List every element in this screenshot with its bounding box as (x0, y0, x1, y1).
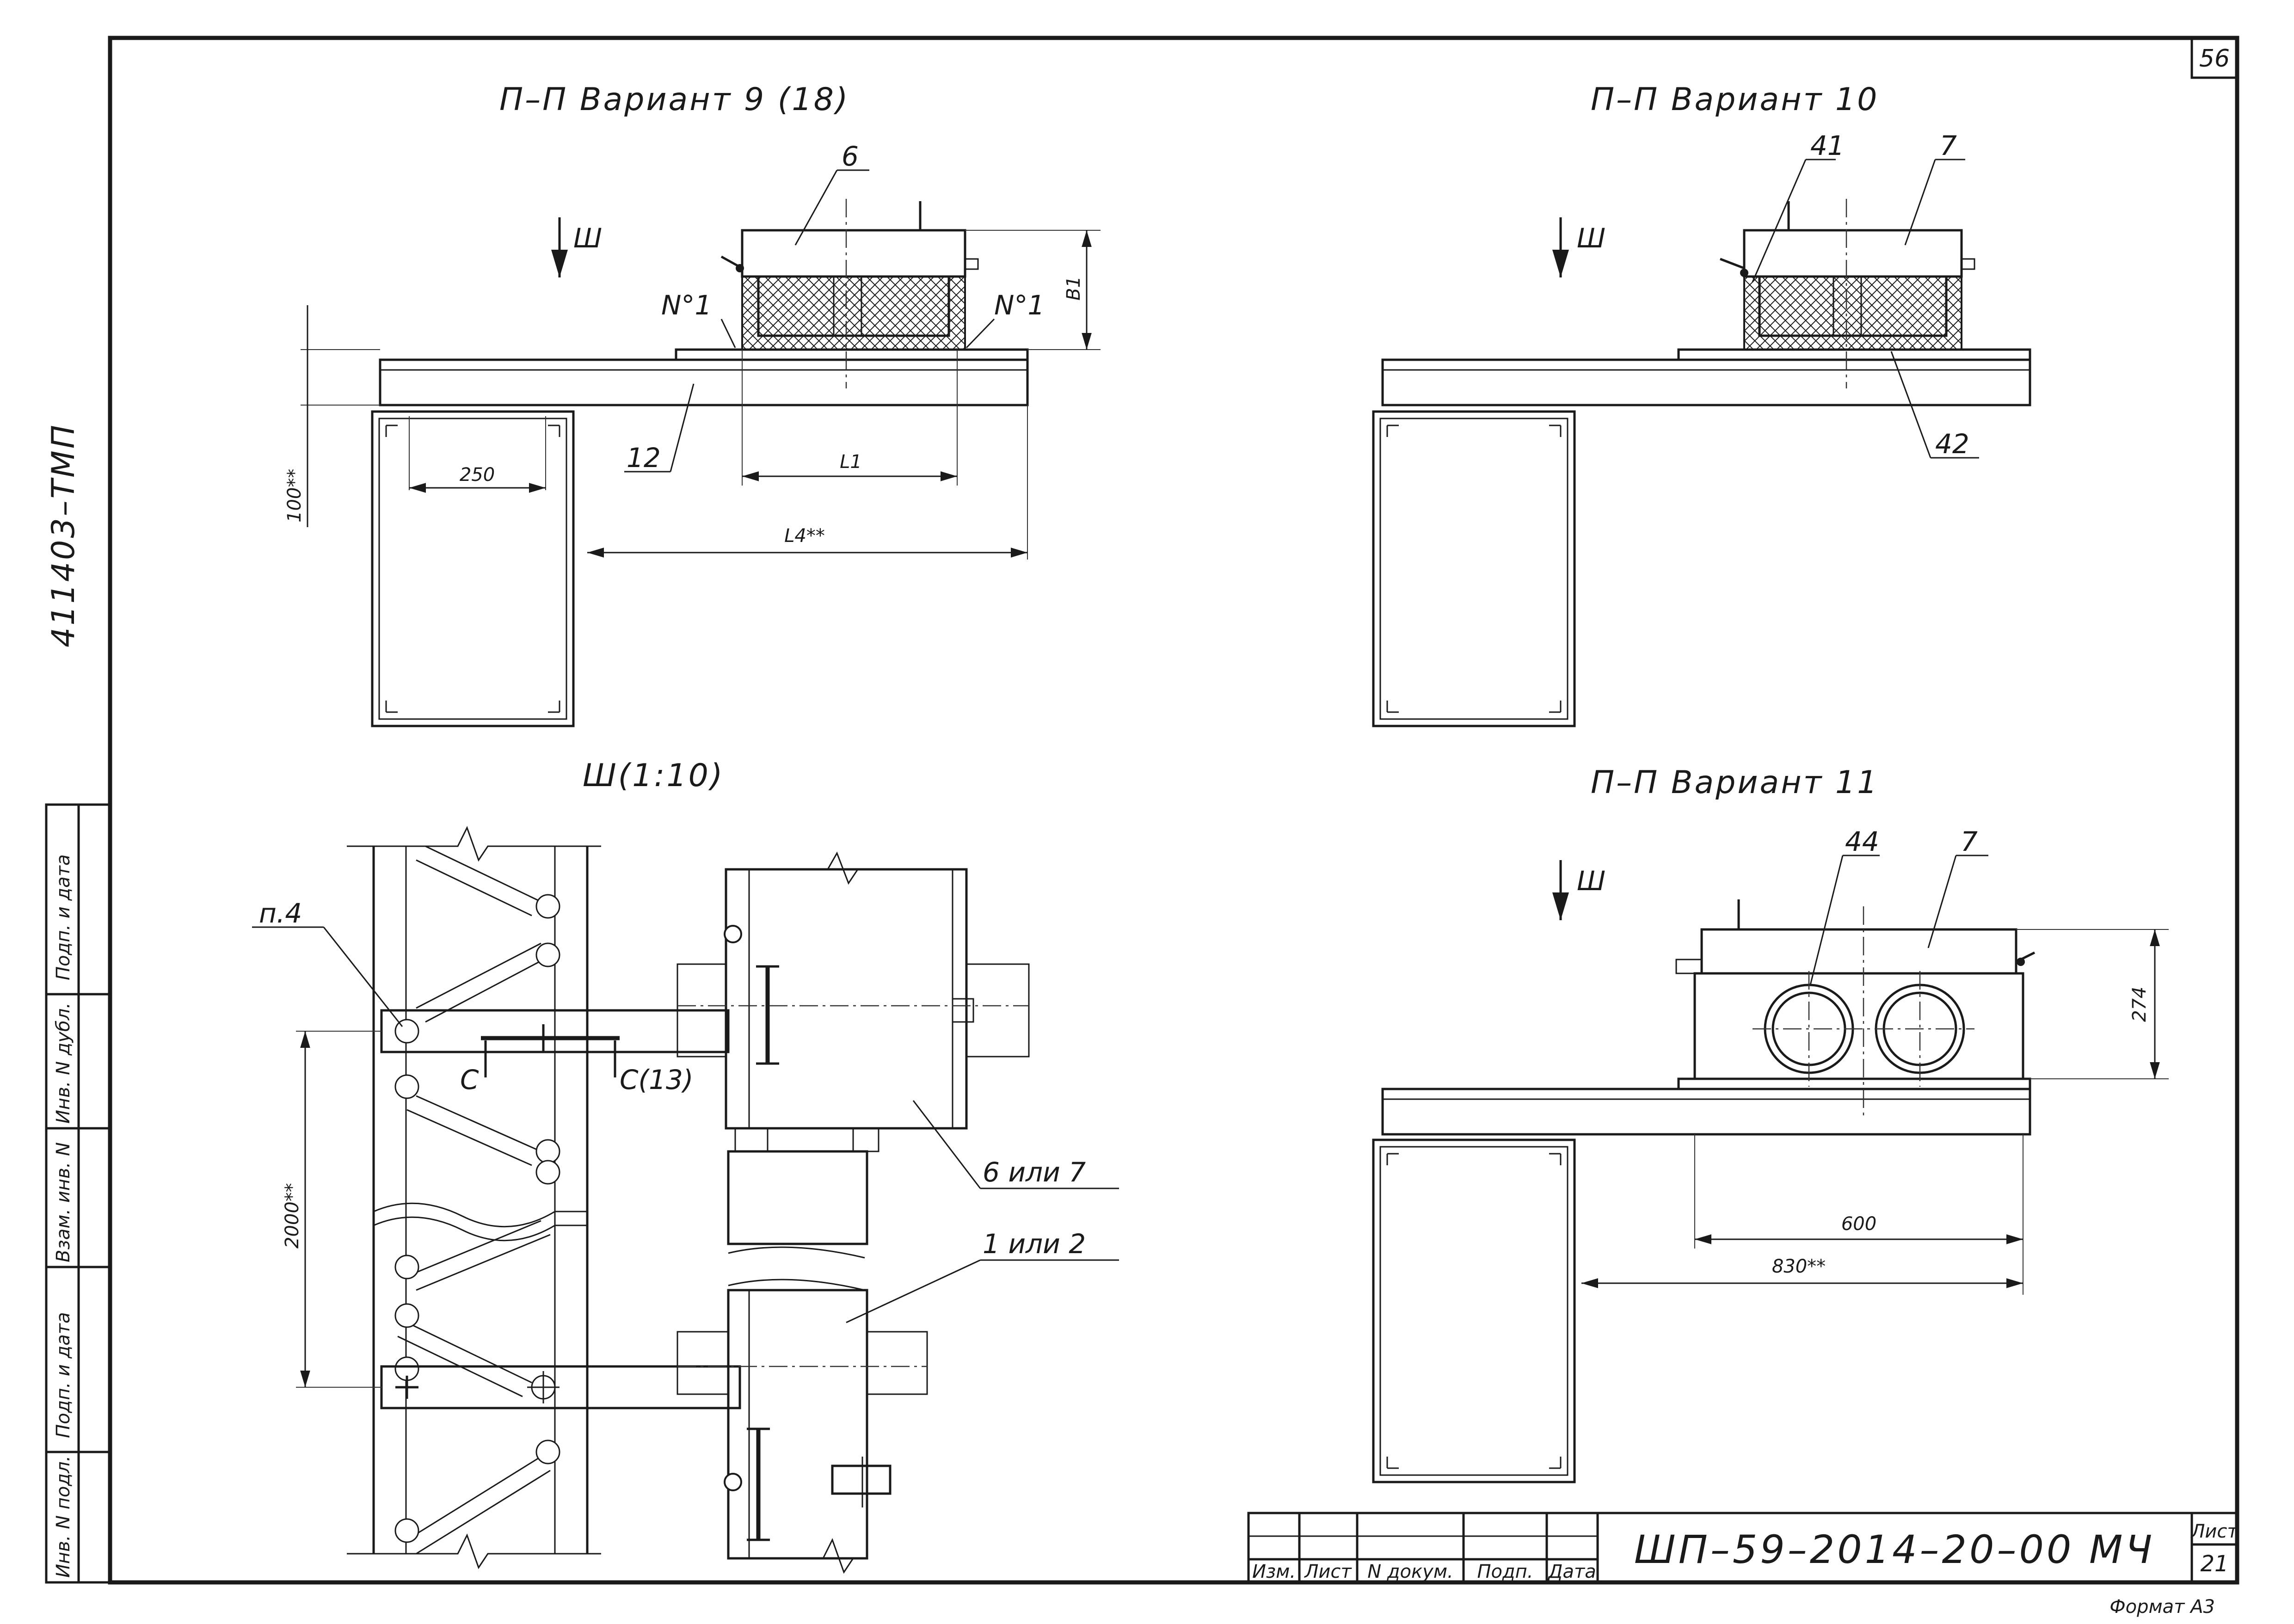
section-c: C (460, 1064, 479, 1095)
sheet-label: Лист (2190, 1521, 2239, 1542)
weld-right-v9: N°1 (994, 289, 1045, 321)
dim-100: 100** (284, 469, 305, 523)
beam-v10 (1381, 358, 2031, 406)
cabinet-cover-v11 (1700, 928, 2017, 975)
view-sh-1-10: Ш(1:10) (252, 757, 1119, 1574)
dim-2000: 2000** (282, 1183, 303, 1249)
column-v10 (1372, 410, 1576, 727)
stamp-cell-5: Инв. N подл. (53, 1456, 74, 1578)
callout-12-v9: 12 (627, 442, 661, 474)
weld-left-v9: N°1 (661, 289, 712, 321)
view-variant-10: П–П Вариант 10 Ш 41 7 42 (1372, 81, 2031, 727)
dim-l1: L1 (840, 451, 862, 473)
dim-274: 274 (2129, 987, 2150, 1022)
callout-7-v11: 7 (1961, 826, 1978, 857)
format-label: Формат А3 (2109, 1596, 2215, 1618)
dim-b1: B1 (1063, 276, 1084, 301)
view-variant-9: П–П Вариант 9 (18) Ш N°1 N°1 6 12 (284, 81, 1101, 727)
beam-v11 (1381, 1088, 2031, 1136)
callout-6-v9: 6 (842, 141, 859, 172)
stamp-cell-4: Подп. и дата (53, 1312, 74, 1438)
cabinet-cover-v9 (741, 229, 966, 278)
cabinet-insulation-v10 (1743, 276, 1962, 351)
callout-p4: п.4 (259, 898, 302, 929)
arrow-label-v9: Ш (573, 222, 602, 254)
stamp-cell-3: Взам. инв. N (53, 1142, 74, 1262)
dim-l4: L4** (784, 525, 825, 547)
column-v9 (371, 410, 575, 727)
title-block: Изм. Лист N докум. Подп. Дата ШП–59–2014… (1247, 1512, 2239, 1618)
vertical-code: 411403–ТМП (45, 423, 82, 647)
callout-41-v10: 41 (1810, 130, 1845, 161)
side-stamp: Подп. и дата Инв. N дубл. Взам. инв. N П… (45, 803, 111, 1584)
cabinet-insulation-v9 (741, 276, 966, 351)
lower-arm (380, 1365, 741, 1409)
cabinet-body-v11 (1693, 972, 2024, 1080)
col-podp: Подп. (1477, 1561, 1533, 1582)
cabinet-sh (725, 868, 968, 1130)
beam-v9 (379, 358, 1029, 406)
callout-1or2: 1 или 2 (983, 1228, 1086, 1260)
section-c13: C(13) (620, 1064, 694, 1095)
arrow-label-v11: Ш (1577, 865, 1605, 897)
view-title-v10: П–П Вариант 10 (1591, 81, 1879, 118)
view-title-sh: Ш(1:10) (583, 757, 724, 794)
col-list: Лист (1304, 1561, 1352, 1582)
designation: ШП–59–2014–20–00 МЧ (1634, 1527, 2155, 1572)
arrow-label-v10: Ш (1577, 222, 1605, 254)
view-title-v11: П–П Вариант 11 (1591, 764, 1879, 801)
cabinet-cover-v10 (1743, 229, 1963, 278)
corner-number: 56 (2199, 45, 2230, 73)
callout-6or7: 6 или 7 (983, 1156, 1086, 1188)
sheet-number: 21 (2200, 1551, 2228, 1577)
callout-44-v11: 44 (1845, 826, 1879, 857)
dim-600: 600 (1841, 1213, 1876, 1235)
stamp-cell-1: Подп. и дата (53, 855, 74, 980)
outer-border (108, 36, 2239, 1585)
column-v11 (1372, 1138, 1576, 1483)
callout-7-v10: 7 (1940, 130, 1957, 161)
stamp-cell-2: Инв. N дубл. (53, 1003, 74, 1124)
callout-42-v10: 42 (1935, 428, 1969, 460)
col-data: Дата (1547, 1561, 1596, 1582)
col-izm: Изм. (1252, 1561, 1296, 1582)
view-variant-11: П–П Вариант 11 Ш 44 7 274 (1372, 764, 2169, 1483)
dim-250: 250 (460, 464, 495, 486)
dim-830: 830** (1772, 1256, 1826, 1277)
col-ndokum: N докум. (1367, 1561, 1453, 1582)
corner-number-box (2190, 37, 2239, 79)
pipe-upper-segment (727, 1150, 868, 1245)
view-title-v9: П–П Вариант 9 (18) (499, 81, 849, 118)
